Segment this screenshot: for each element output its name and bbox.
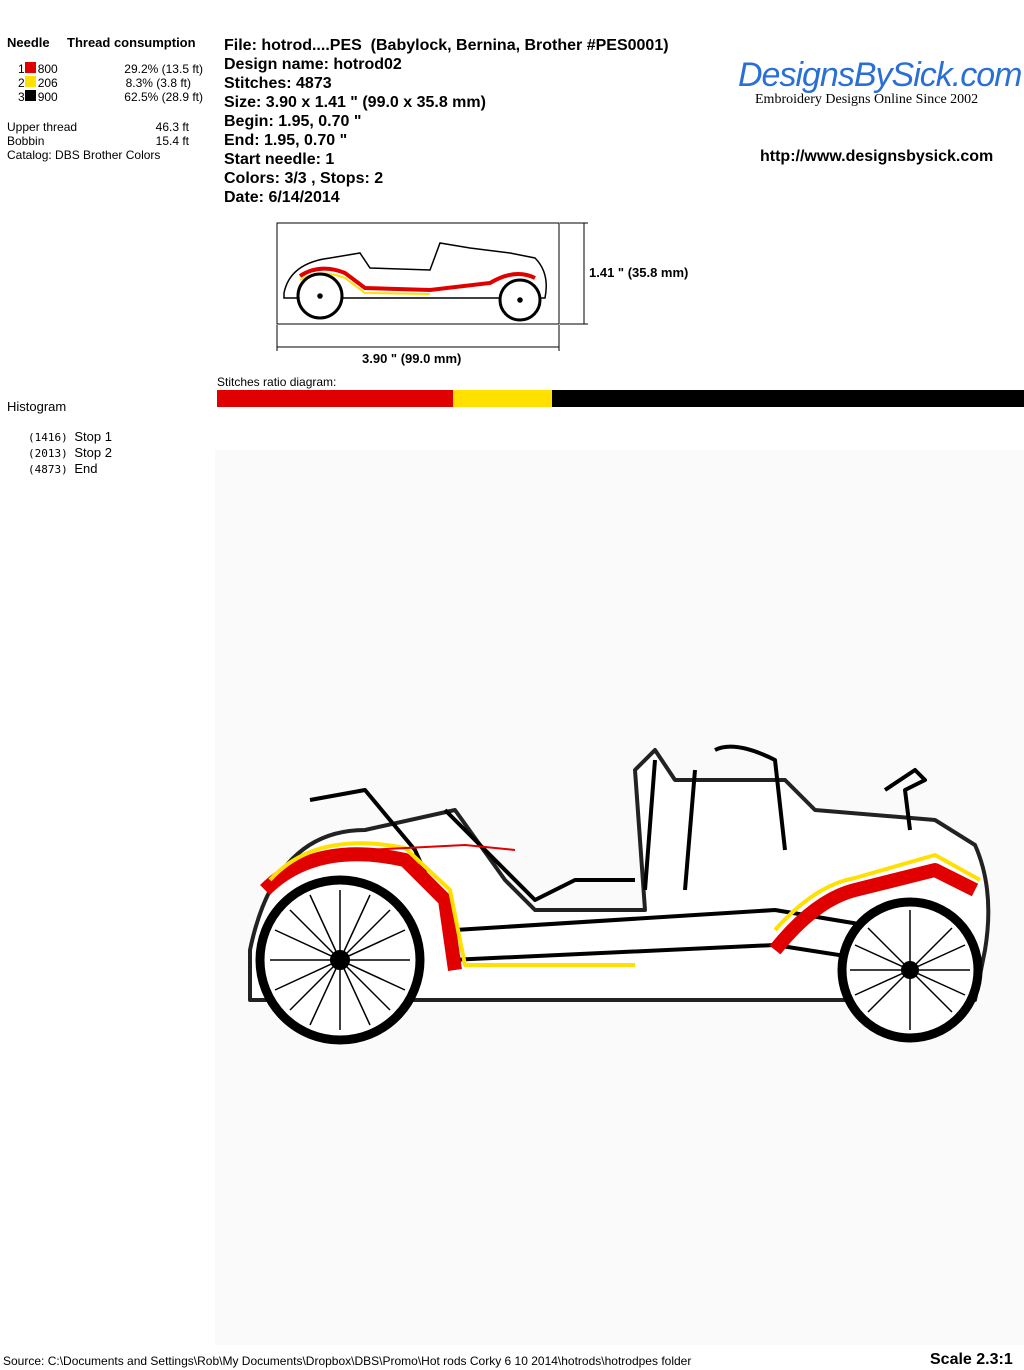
design-info: File: hotrod....PES (Babylock, Bernina, … (224, 36, 669, 207)
histogram-title: Histogram (7, 399, 67, 414)
color-swatch (24, 90, 36, 101)
thread-header: Thread consumption (67, 35, 196, 50)
ratio-segment-yellow (452, 390, 552, 407)
logo: DesignsBySick.com (738, 56, 1022, 94)
thread-row: 2 206 8.3% (3.8 ft) (18, 76, 203, 90)
needle-header: Needle (7, 35, 50, 50)
height-label: 1.41 " (35.8 mm) (589, 265, 689, 280)
needle-number: 3 (18, 90, 25, 104)
bobbin-label: Bobbin (7, 134, 45, 148)
consumption-summary: Upper thread 46.3 ft Bobbin 15.4 ft Catalo… (7, 120, 189, 162)
color-swatch (24, 62, 36, 73)
stop-list: (1416) Stop 1 (2013) Stop 2 (4873) End (28, 429, 112, 477)
ratio-segment-black (551, 390, 1024, 407)
thread-code: 800 (37, 62, 58, 76)
stop-item: (2013) Stop 2 (28, 445, 112, 460)
upper-thread-label: Upper thread (7, 120, 78, 134)
start-needle: Start needle: 1 (224, 151, 335, 168)
scale-label: Scale 2.3:1 (930, 1351, 1013, 1368)
ratio-label: Stitches ratio diagram: (217, 375, 337, 389)
design-name: Design name: hotrod02 (224, 56, 402, 73)
ratio-bar (217, 390, 1024, 407)
wheel-spokes (270, 890, 970, 1030)
needle-number: 2 (18, 76, 25, 90)
file-name: File: hotrod....PES (Babylock, Bernina, … (224, 37, 669, 54)
colors-stops: Colors: 3/3 , Stops: 2 (224, 170, 384, 187)
preview-car (283, 242, 547, 322)
design-render (215, 450, 1024, 1345)
thread-row: 3 900 62.5% (28.9 ft) (18, 90, 203, 104)
stop-item: (4873) End (28, 461, 98, 476)
source-path: Source: C:\Documents and Settings\Rob\My… (3, 1354, 692, 1368)
website-link[interactable]: http://www.designsbysick.com (760, 148, 994, 165)
bobbin-value: 15.4 ft (155, 134, 189, 148)
logo-tagline: Embroidery Designs Online Since 2002 (755, 92, 979, 107)
thread-row: 1 800 29.2% (13.5 ft) (18, 62, 203, 76)
end-point: End: 1.95, 0.70 " (224, 132, 348, 149)
thread-code: 900 (37, 90, 58, 104)
upper-thread-value: 46.3 ft (155, 120, 189, 134)
stitch-count: Stitches: 4873 (224, 75, 332, 92)
thread-pct: 62.5% (28.9 ft) (124, 90, 203, 104)
thread-code: 206 (37, 76, 58, 90)
needle-number: 1 (18, 62, 25, 76)
width-label: 3.90 " (99.0 mm) (362, 351, 462, 366)
begin-point: Begin: 1.95, 0.70 " (224, 113, 362, 130)
catalog: Catalog: DBS Brother Colors (7, 148, 161, 162)
design-preview (276, 222, 588, 351)
color-swatch (24, 76, 36, 87)
design-size: Size: 3.90 x 1.41 " (99.0 x 35.8 mm) (224, 94, 486, 111)
ratio-segment-red (217, 390, 453, 407)
thread-pct: 8.3% (3.8 ft) (125, 76, 191, 90)
car-embroidery (248, 744, 991, 1045)
stop-item: (1416) Stop 1 (28, 429, 112, 444)
thread-pct: 29.2% (13.5 ft) (124, 62, 203, 76)
design-date: Date: 6/14/2014 (224, 189, 340, 206)
